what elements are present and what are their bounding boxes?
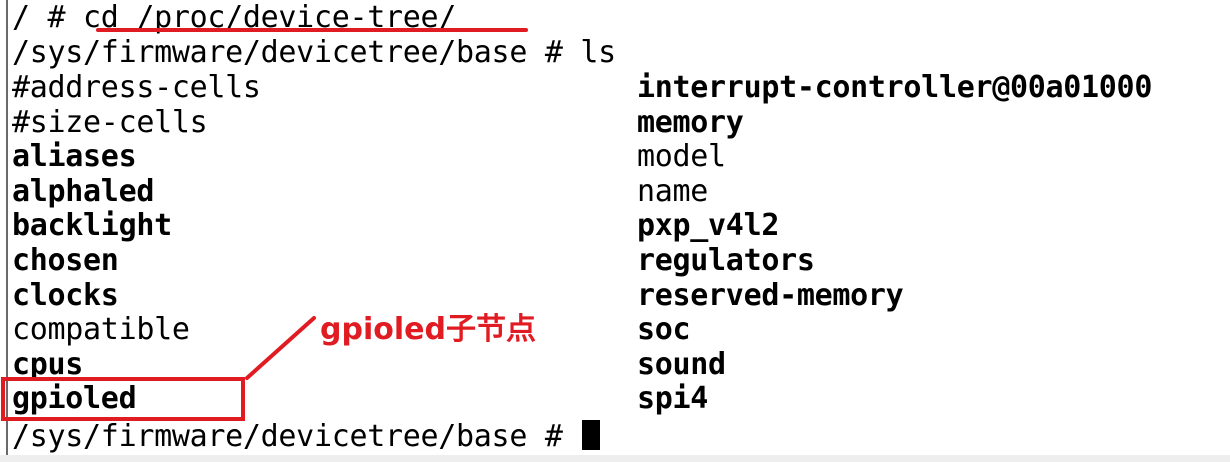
command-underline-annotation <box>96 28 528 32</box>
gpioled-highlight-box <box>1 377 245 421</box>
listing-entry: chosen <box>12 243 119 278</box>
listing-entry: spi4 <box>637 381 709 417</box>
terminal-cursor <box>582 420 601 450</box>
command-line-ls: /sys/firmware/devicetree/base # ls <box>12 36 616 70</box>
listing-entry: aliases <box>12 139 137 175</box>
listing-entry: #address-cells <box>12 70 261 105</box>
listing-entry: #size-cells <box>12 104 208 140</box>
prompt-base: /sys/firmware/devicetree/base # <box>12 35 581 70</box>
listing-entry: sound <box>637 346 726 382</box>
listing-entry: compatible <box>12 312 190 348</box>
listing-entry: model <box>637 139 726 175</box>
prompt-root: / # <box>12 0 84 35</box>
callout-label: gpioled子节点 <box>320 312 536 347</box>
terminal-left-border <box>6 0 8 462</box>
final-prompt: /sys/firmware/devicetree/base # <box>12 419 581 454</box>
final-prompt-line[interactable]: /sys/firmware/devicetree/base # <box>12 419 601 454</box>
listing-entry: name <box>637 173 709 209</box>
listing-entry: memory <box>637 104 744 140</box>
listing-entry: backlight <box>12 208 172 244</box>
listing-entry: clocks <box>12 277 119 313</box>
listing-entry: regulators <box>637 243 815 278</box>
command-ls: ls <box>580 35 616 70</box>
listing-entry: interrupt-controller@00a01000 <box>637 70 1153 105</box>
terminal-bottom-edge <box>0 455 1230 462</box>
listing-entry: gpioled <box>12 381 137 417</box>
listing-entry: pxp_v4l2 <box>637 208 780 244</box>
listing-entry: reserved-memory <box>637 277 904 313</box>
listing-entry: alphaled <box>12 173 155 209</box>
listing-entry: soc <box>637 312 691 348</box>
listing-entry: cpus <box>12 346 84 382</box>
